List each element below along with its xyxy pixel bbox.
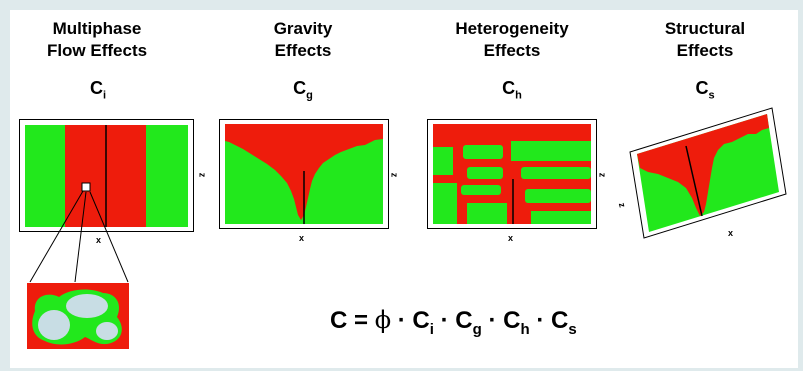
pore-grain-3 (96, 322, 118, 340)
title-multiphase: Multiphase Flow Effects (46, 19, 148, 60)
zoom-square (81, 182, 91, 192)
axis-x-4: x (728, 228, 734, 238)
title-gravity: Gravity Effects (273, 19, 333, 60)
well-line (685, 145, 703, 217)
zoom-lines (29, 190, 129, 283)
equation: C = ϕ · Ci · Cg · Ch · Cs (330, 306, 577, 338)
green-band-left (25, 125, 65, 227)
axis-x-3: x (508, 233, 514, 243)
axis-z-2: z (389, 172, 400, 178)
multiphase-panel (19, 119, 194, 232)
structural-panel (629, 107, 787, 239)
symbol-cg: Cg (293, 78, 313, 102)
symbol-cs: Cs (695, 78, 715, 102)
heterogeneity-panel (427, 119, 597, 229)
gravity-panel (219, 119, 389, 229)
pore-grain-1 (38, 310, 70, 340)
symbol-ch: Ch (502, 78, 522, 102)
pore-scale-inset (27, 283, 129, 349)
title-heterogeneity: Heterogeneity Effects (455, 19, 569, 60)
symbol-ci: Ci (89, 78, 107, 102)
phi-symbol: ϕ (374, 306, 392, 334)
axis-x-2: x (299, 233, 305, 243)
pore-grain-2 (66, 294, 108, 318)
title-structural: Structural Effects (664, 19, 746, 60)
green-band-right (146, 125, 188, 227)
axis-z-1: z (197, 172, 208, 178)
axis-z-3: z (597, 172, 608, 178)
axis-x-1: x (96, 235, 102, 245)
structural-plume (637, 114, 769, 216)
